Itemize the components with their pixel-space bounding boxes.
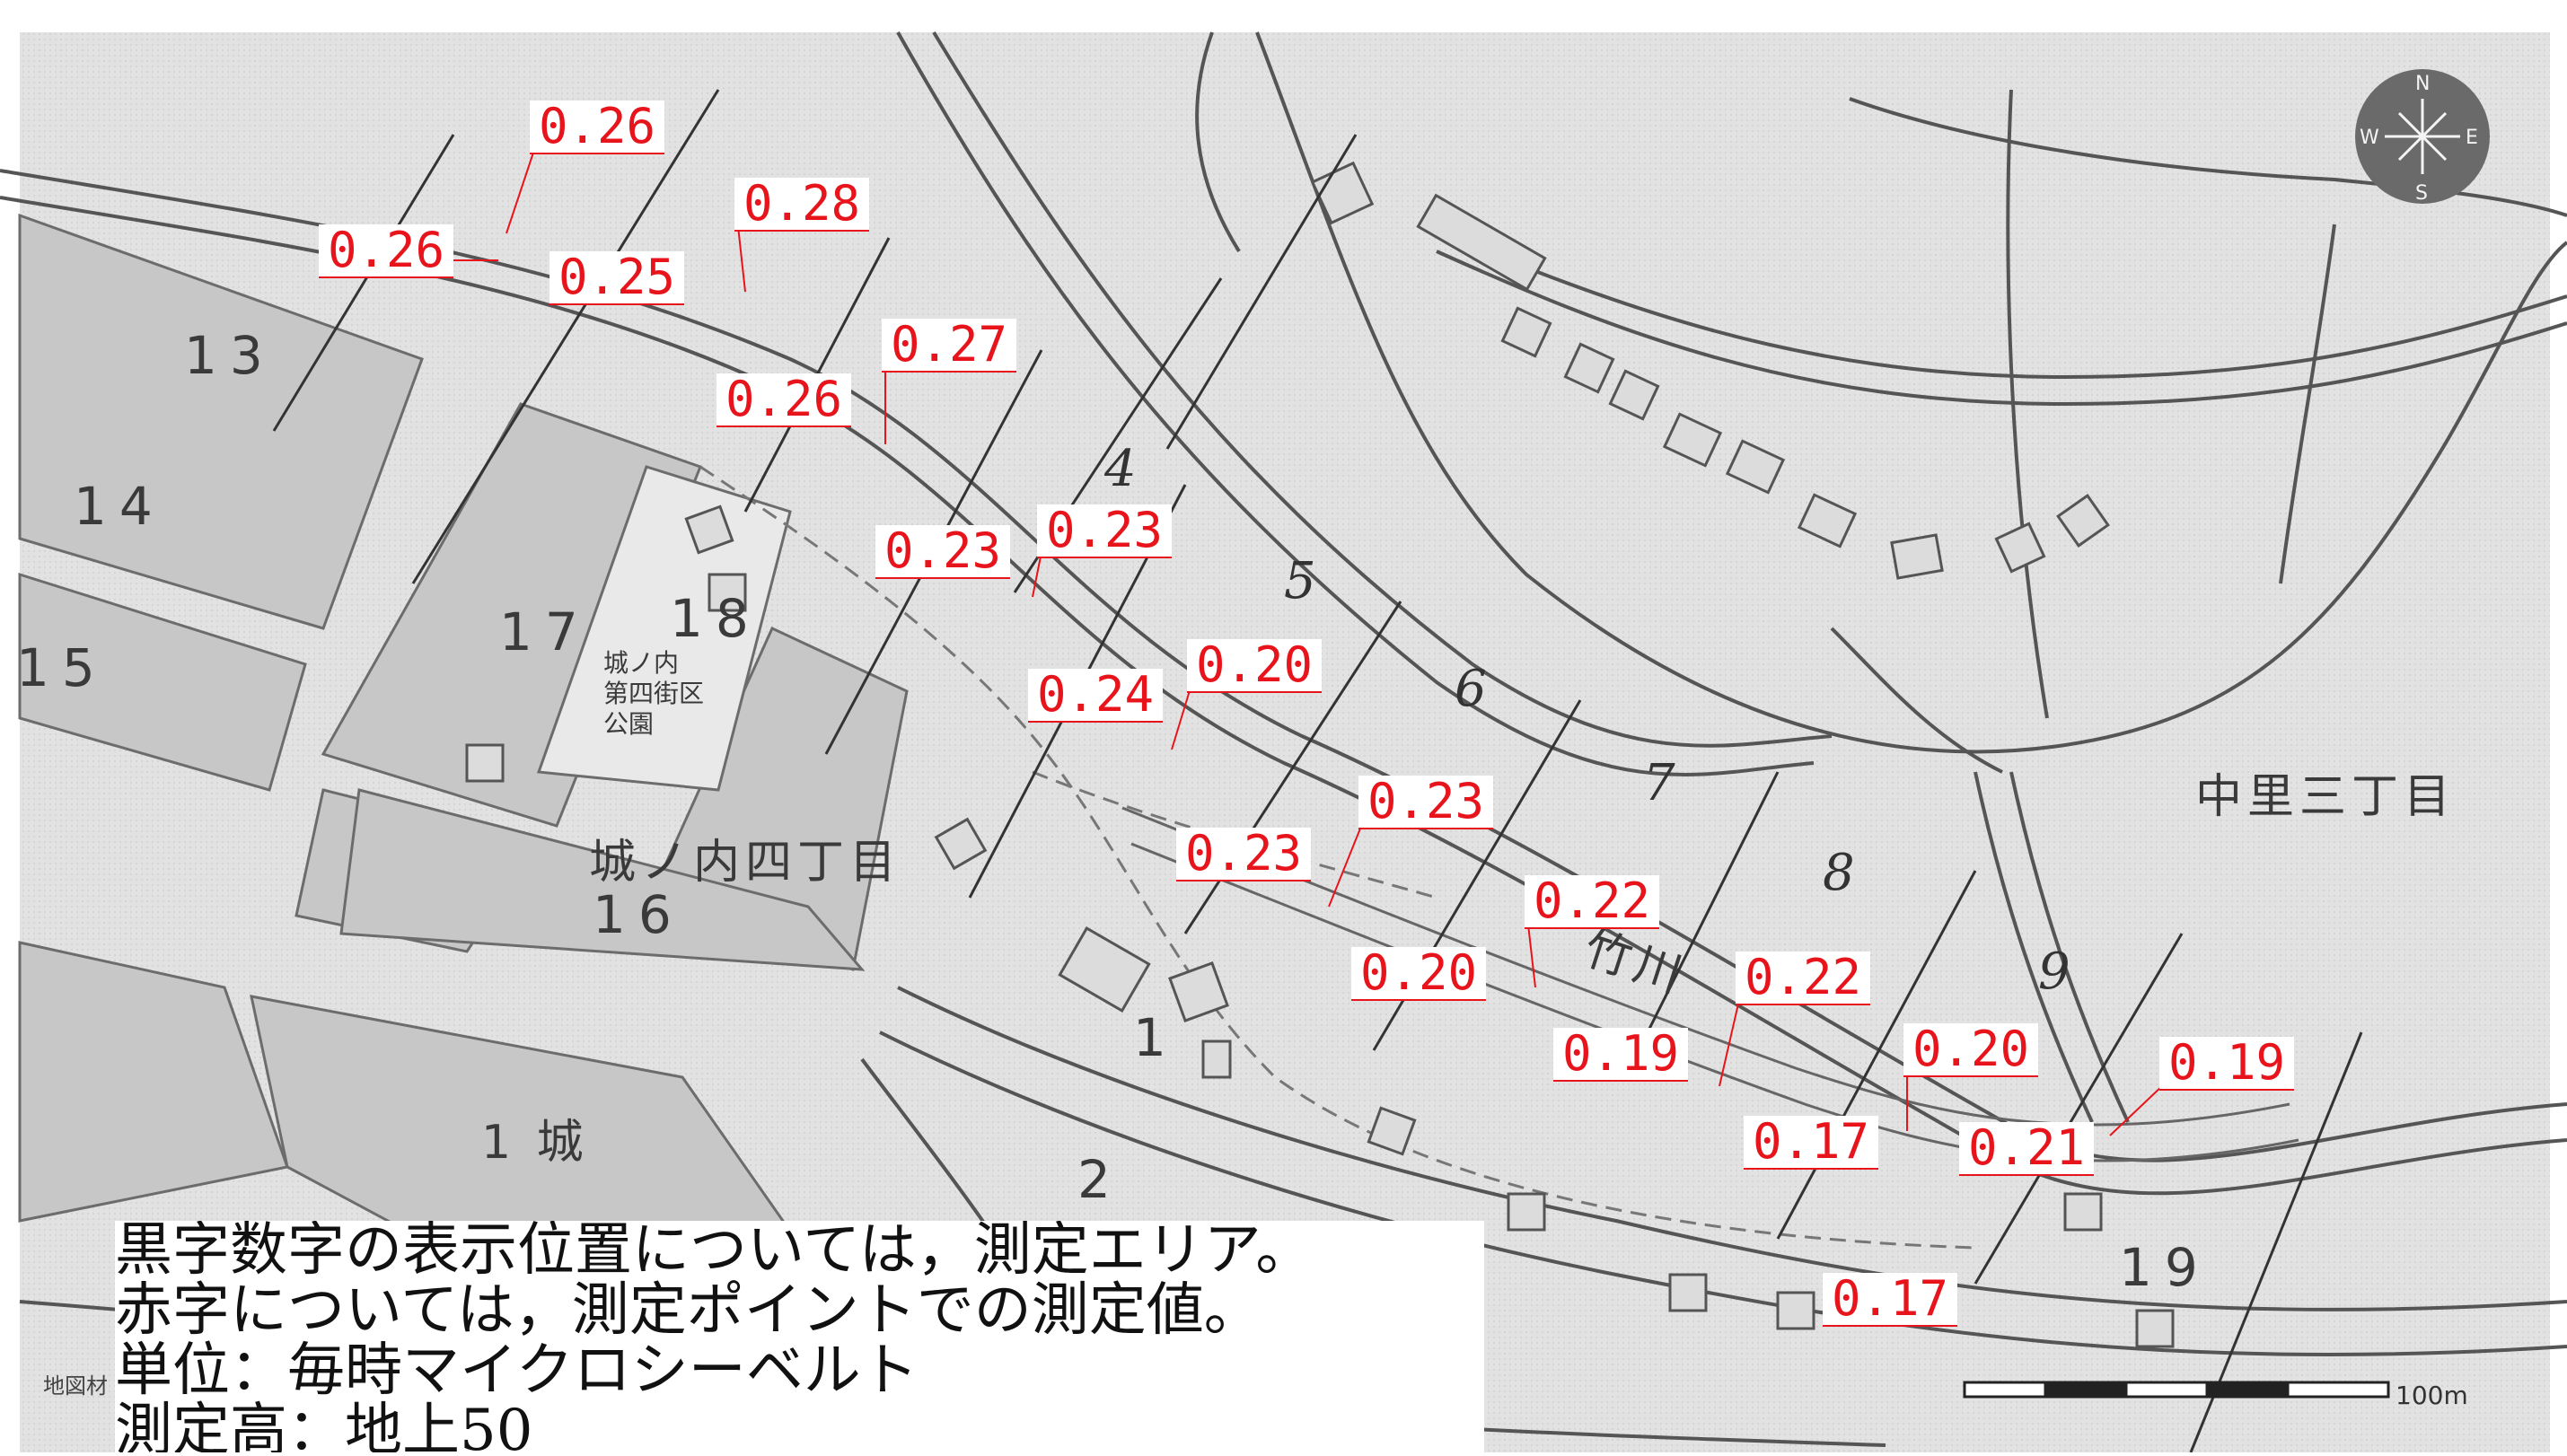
area-8: 8 bbox=[1823, 844, 1855, 902]
area-18: 18 bbox=[670, 588, 761, 649]
area-4: 4 bbox=[1104, 440, 1137, 498]
measurement-label: 0.28 bbox=[734, 178, 870, 232]
legend-line-1: 黒字数字の表示位置については，測定エリア。 bbox=[115, 1221, 1314, 1284]
measurement-label: 0.27 bbox=[882, 319, 1017, 373]
map-credit: 地図材 bbox=[43, 1373, 108, 1399]
compass-e: E bbox=[2466, 127, 2478, 149]
area-19: 19 bbox=[2119, 1237, 2211, 1298]
area-2: 2 bbox=[1077, 1149, 1123, 1210]
measurement-label: 0.21 bbox=[1959, 1122, 2095, 1176]
measurement-label: 0.17 bbox=[1823, 1273, 1958, 1327]
area-7: 7 bbox=[1643, 754, 1675, 812]
legend-line-4: 測定高：地上50 bbox=[115, 1398, 533, 1453]
measurement-label: 0.26 bbox=[319, 224, 454, 278]
compass-icon: N S E W bbox=[2355, 69, 2490, 205]
measurement-label: 0.25 bbox=[549, 251, 685, 305]
measurement-label: 0.20 bbox=[1351, 947, 1487, 1001]
area-9: 9 bbox=[2038, 943, 2070, 1001]
measurement-label: 0.17 bbox=[1744, 1116, 1879, 1170]
measurement-label: 0.22 bbox=[1736, 952, 1871, 1005]
area-13: 13 bbox=[184, 325, 276, 386]
measurement-label: 0.26 bbox=[716, 373, 852, 427]
area-15: 15 bbox=[16, 637, 108, 698]
compass-n: N bbox=[2415, 73, 2430, 95]
area-1: 1 bbox=[1133, 1007, 1179, 1068]
park-name-line2: 第四街区 bbox=[603, 679, 705, 708]
measurement-label: 0.20 bbox=[1903, 1023, 2039, 1077]
legend: 黒字数字の表示位置については，測定エリア。 赤字については，測定ポイントでの測定… bbox=[115, 1221, 1484, 1452]
measurement-label: 0.24 bbox=[1028, 669, 1164, 723]
measurement-label: 0.23 bbox=[1358, 776, 1494, 829]
compass-w: W bbox=[2360, 127, 2379, 149]
area-14: 14 bbox=[74, 476, 165, 537]
legend-line-3: 単位：毎時マイクロシーベルト bbox=[115, 1338, 919, 1404]
measurement-label: 0.20 bbox=[1187, 639, 1323, 693]
scale-bar bbox=[1963, 1381, 2390, 1399]
legend-line-2: 赤字については，測定ポイントでの測定値。 bbox=[115, 1277, 1262, 1344]
measurement-label: 0.22 bbox=[1525, 875, 1660, 929]
area-6: 6 bbox=[1455, 660, 1487, 718]
park-name-line1: 城ノ内 bbox=[603, 648, 680, 678]
town-jounouchi-4: 城ノ内四丁目 bbox=[589, 836, 902, 890]
scale-label: 100m bbox=[2396, 1381, 2468, 1410]
park-name: 城ノ内 第四街区 公園 bbox=[603, 648, 704, 740]
measurement-label: 0.26 bbox=[530, 101, 665, 154]
park-name-line3: 公園 bbox=[603, 709, 655, 739]
compass-s: S bbox=[2415, 182, 2428, 205]
measurement-label: 0.23 bbox=[875, 525, 1011, 579]
measurement-label: 0.19 bbox=[1553, 1028, 1689, 1082]
area-5: 5 bbox=[1284, 552, 1316, 610]
measurement-label: 0.23 bbox=[1176, 828, 1312, 881]
area-16: 16 bbox=[593, 884, 684, 945]
town-jou: 1 城 bbox=[481, 1116, 589, 1170]
town-nakazato-3: 中里三丁目 bbox=[2195, 770, 2457, 824]
measurement-label: 0.19 bbox=[2159, 1037, 2295, 1091]
area-17: 17 bbox=[499, 601, 591, 662]
measurement-label: 0.23 bbox=[1037, 504, 1173, 558]
